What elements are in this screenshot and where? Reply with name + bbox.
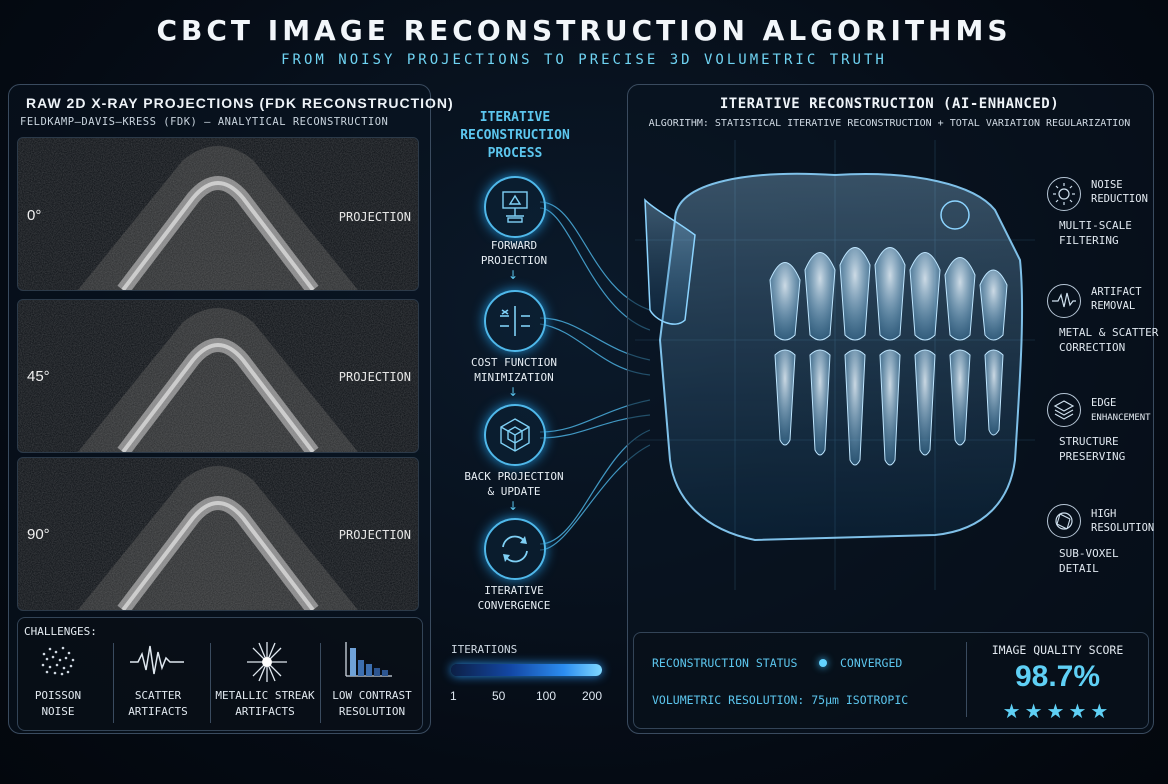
waveform-icon (130, 645, 184, 675)
step-forward-projection (484, 176, 546, 238)
layers-icon (1053, 400, 1075, 420)
projection-icon (502, 191, 528, 223)
challenges-label: CHALLENGES: (24, 625, 97, 638)
down-arrow-icon: ↓ (508, 499, 519, 513)
projection-label: PROJECTION (338, 528, 411, 542)
iterations-label: ITERATIONS (451, 643, 518, 656)
projection-45: 45° PROJECTION (17, 299, 419, 453)
projection-label: PROJECTION (338, 210, 411, 224)
projection-90: 90° PROJECTION (17, 457, 419, 611)
step-label: BACK PROJECTION& UPDATE (464, 470, 564, 498)
iteration-tick: 50 (492, 689, 506, 703)
projection-angle: 90° (27, 526, 50, 543)
sun-icon (1053, 183, 1075, 205)
ai-panel-title: ITERATIVE RECONSTRUCTION (AI-ENHANCED) (719, 96, 1060, 112)
process-title: ITERATIVE RECONSTRUCTION PROCESS (460, 110, 570, 161)
status-dot-icon (819, 659, 827, 667)
projection-image (18, 138, 418, 290)
pulse-icon (1052, 292, 1076, 308)
fdk-panel-subtitle: FELDKAMP–DAVIS–KRESS (FDK) – ANALYTICAL … (20, 116, 389, 128)
projection-label: PROJECTION (338, 370, 411, 384)
step-iterative-convergence (484, 518, 546, 580)
down-arrow-icon: ↓ (508, 385, 519, 399)
status-divider (966, 642, 967, 717)
aperture-icon (1055, 512, 1073, 530)
main-title: CBCT IMAGE RECONSTRUCTION ALGORITHMS (156, 14, 1012, 47)
starburst-icon (247, 642, 287, 682)
iteration-tick: 200 (582, 689, 603, 703)
reconstruction-status-value: CONVERGED (840, 656, 903, 670)
jaw-render (635, 140, 1035, 590)
feature-high-resolution (1047, 504, 1081, 538)
step-back-projection (484, 404, 546, 466)
challenge-divider (320, 643, 321, 723)
feature-artifact-removal (1047, 284, 1081, 318)
quality-stars-icon: ★★★★★ (1002, 699, 1113, 723)
challenge-divider (113, 643, 114, 723)
feature-edge-enhancement (1047, 393, 1081, 427)
projection-angle: 45° (27, 368, 50, 385)
bar-chart-icon (345, 642, 392, 677)
projection-0: 0° PROJECTION (17, 137, 419, 291)
challenge-divider (210, 643, 211, 723)
ai-panel-subtitle: ALGORITHM: STATISTICAL ITERATIVE RECONST… (648, 118, 1131, 129)
cube-icon (500, 418, 530, 452)
step-cost-function (484, 290, 546, 352)
iteration-tick: 1 (450, 689, 457, 703)
iterations-bar (451, 664, 602, 676)
status-box (633, 632, 1149, 729)
main-subtitle: FROM NOISY PROJECTIONS TO PRECISE 3D VOL… (281, 52, 887, 68)
feature-noise-reduction (1047, 177, 1081, 211)
image-quality-label: IMAGE QUALITY SCORE (991, 643, 1124, 657)
projection-image (18, 300, 418, 452)
cycle-icon (502, 535, 528, 563)
down-arrow-icon: ↓ (508, 268, 519, 282)
projection-image (18, 458, 418, 610)
noise-dots-icon (41, 646, 75, 676)
iteration-tick: 100 (536, 689, 557, 703)
fdk-panel-title: RAW 2D X-RAY PROJECTIONS (FDK RECONSTRUC… (26, 95, 454, 111)
image-quality-value: 98.7% (1014, 660, 1101, 693)
projection-angle: 0° (27, 207, 42, 224)
reconstruction-status-label: RECONSTRUCTION STATUS (652, 656, 798, 670)
cost-function-icon (500, 306, 530, 336)
volumetric-resolution: VOLUMETRIC RESOLUTION: 75µm ISOTROPIC (652, 693, 909, 707)
